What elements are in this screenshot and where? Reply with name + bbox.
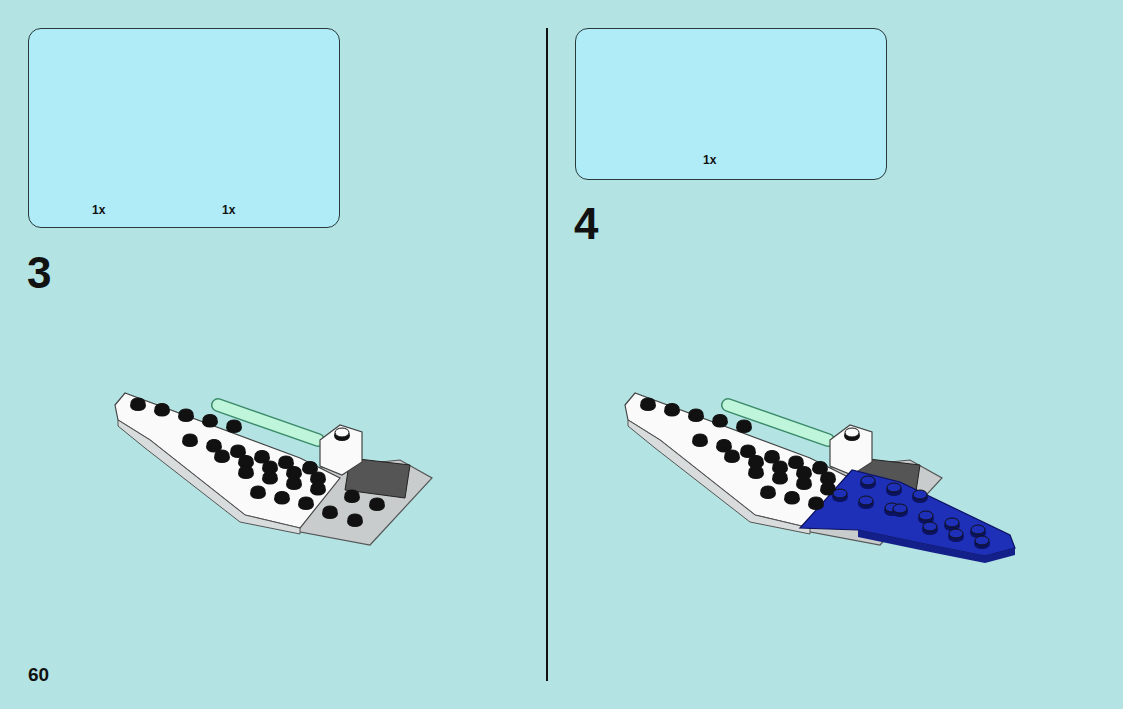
stud (183, 434, 197, 443)
stud (689, 409, 703, 418)
stud (203, 415, 217, 424)
stud (155, 404, 169, 413)
parts-callout: 1x 1x (28, 28, 340, 228)
stud (833, 489, 847, 498)
stud (923, 522, 937, 531)
stud (861, 476, 875, 485)
stud (287, 467, 301, 476)
stud (773, 461, 787, 470)
stud (287, 477, 301, 486)
stud (345, 490, 359, 499)
stud (693, 434, 707, 443)
stud (971, 525, 985, 534)
stud (231, 445, 245, 454)
model-step-3 (115, 393, 432, 545)
stud (311, 472, 325, 481)
stud (207, 440, 221, 449)
stud (797, 467, 811, 476)
stud (761, 486, 775, 495)
stud (809, 497, 823, 506)
stud (975, 536, 989, 545)
stud (263, 461, 277, 470)
stud (179, 409, 193, 418)
stud (215, 450, 229, 459)
stud (737, 420, 751, 429)
stud (239, 456, 253, 465)
stud (741, 445, 755, 454)
stud (765, 451, 779, 460)
stud (919, 511, 933, 520)
page-number: 60 (28, 664, 49, 686)
step-number: 4 (574, 199, 598, 249)
stud (323, 506, 337, 515)
stud (251, 486, 265, 495)
stud (773, 472, 787, 481)
stud (913, 490, 927, 499)
stud (311, 483, 325, 492)
quantity-label: 1x (703, 153, 716, 167)
stud (813, 462, 827, 471)
divider-line (546, 28, 548, 681)
stud (279, 456, 293, 465)
stud (263, 472, 277, 481)
stud (717, 440, 731, 449)
stud (713, 415, 727, 424)
stud (859, 496, 873, 505)
model-step-4 (625, 393, 1015, 563)
stud (335, 428, 349, 437)
step-number: 3 (27, 248, 51, 298)
stud (641, 398, 655, 407)
stud (945, 518, 959, 527)
stud (131, 398, 145, 407)
stud (370, 498, 384, 507)
quantity-label: 1x (92, 203, 105, 217)
parts-callout: 1x (575, 28, 887, 180)
stud (227, 420, 241, 429)
stud (789, 456, 803, 465)
stud (348, 514, 362, 523)
stud (255, 451, 269, 460)
stud (949, 529, 963, 538)
stud (299, 497, 313, 506)
stud (845, 428, 859, 437)
stud (785, 492, 799, 501)
stud (239, 466, 253, 475)
stud (303, 462, 317, 471)
stud (797, 477, 811, 486)
stud (893, 504, 907, 513)
stud (821, 472, 835, 481)
stud (749, 466, 763, 475)
stud (821, 483, 835, 492)
stud (275, 492, 289, 501)
stud (887, 483, 901, 492)
stud (749, 456, 763, 465)
quantity-label: 1x (222, 203, 235, 217)
stud (725, 450, 739, 459)
stud (665, 404, 679, 413)
